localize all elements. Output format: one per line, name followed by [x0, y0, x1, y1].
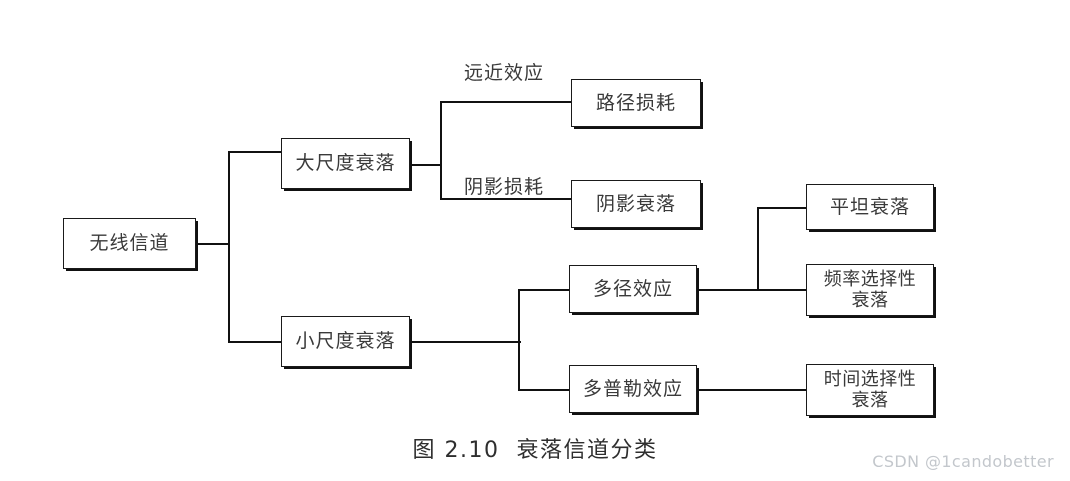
connector-small-scale-to-multipath	[518, 289, 570, 291]
node-label: 无线信道	[89, 232, 170, 255]
node-wireless-channel[interactable]: 无线信道	[63, 218, 196, 269]
node-label-line2: 衰落	[851, 390, 889, 411]
edge-label-shadow-loss: 阴影损耗	[464, 176, 545, 198]
node-frequency-selective-fading[interactable]: 频率选择性 衰落	[806, 264, 934, 316]
node-label-line1: 时间选择性	[823, 368, 917, 390]
connector-root-to-large-scale	[228, 151, 282, 153]
node-label: 大尺度衰落	[295, 152, 396, 175]
figure-caption: 图 2.10 衰落信道分类	[412, 438, 658, 463]
node-multipath-effect[interactable]: 多径效应	[569, 265, 697, 313]
edge-label-near-far-effect: 远近效应	[464, 62, 545, 84]
connector-root-to-small-scale	[228, 341, 282, 343]
node-label: 多径效应	[592, 277, 673, 300]
connector-multipath-trunk	[757, 207, 759, 291]
node-small-scale-fading[interactable]: 小尺度衰落	[281, 316, 410, 367]
watermark: CSDN @1candobetter	[872, 452, 1054, 471]
node-label: 小尺度衰落	[295, 330, 396, 353]
node-label-line2: 衰落	[851, 290, 889, 311]
node-large-scale-fading[interactable]: 大尺度衰落	[281, 138, 410, 189]
node-label: 平坦衰落	[829, 195, 910, 218]
node-shadow-fading[interactable]: 阴影衰落	[571, 180, 701, 228]
connector-large-scale-to-shadow-fading	[440, 198, 572, 200]
node-doppler-effect[interactable]: 多普勒效应	[569, 365, 697, 413]
connector-large-scale-to-path-loss	[440, 101, 572, 103]
connector-multipath-to-flat-fading	[757, 207, 807, 209]
node-label: 路径损耗	[595, 91, 676, 114]
node-label: 阴影衰落	[595, 192, 676, 215]
connector-small-scale-stub	[409, 341, 521, 343]
node-label-line1: 频率选择性	[823, 268, 917, 290]
connector-root-stub	[195, 243, 230, 245]
connector-large-scale-trunk	[440, 101, 442, 199]
node-path-loss[interactable]: 路径损耗	[571, 79, 701, 127]
node-flat-fading[interactable]: 平坦衰落	[806, 184, 934, 230]
connector-multipath-stub	[696, 289, 758, 291]
connector-multipath-to-freq-selective	[757, 289, 807, 291]
connector-doppler-to-time-selective	[696, 389, 807, 391]
node-label: 多普勒效应	[582, 377, 683, 400]
connector-large-scale-stub	[409, 164, 442, 166]
connector-small-scale-to-doppler	[518, 389, 570, 391]
connector-small-scale-trunk	[518, 289, 520, 390]
node-time-selective-fading[interactable]: 时间选择性 衰落	[806, 364, 934, 416]
connector-root-trunk	[228, 151, 230, 343]
